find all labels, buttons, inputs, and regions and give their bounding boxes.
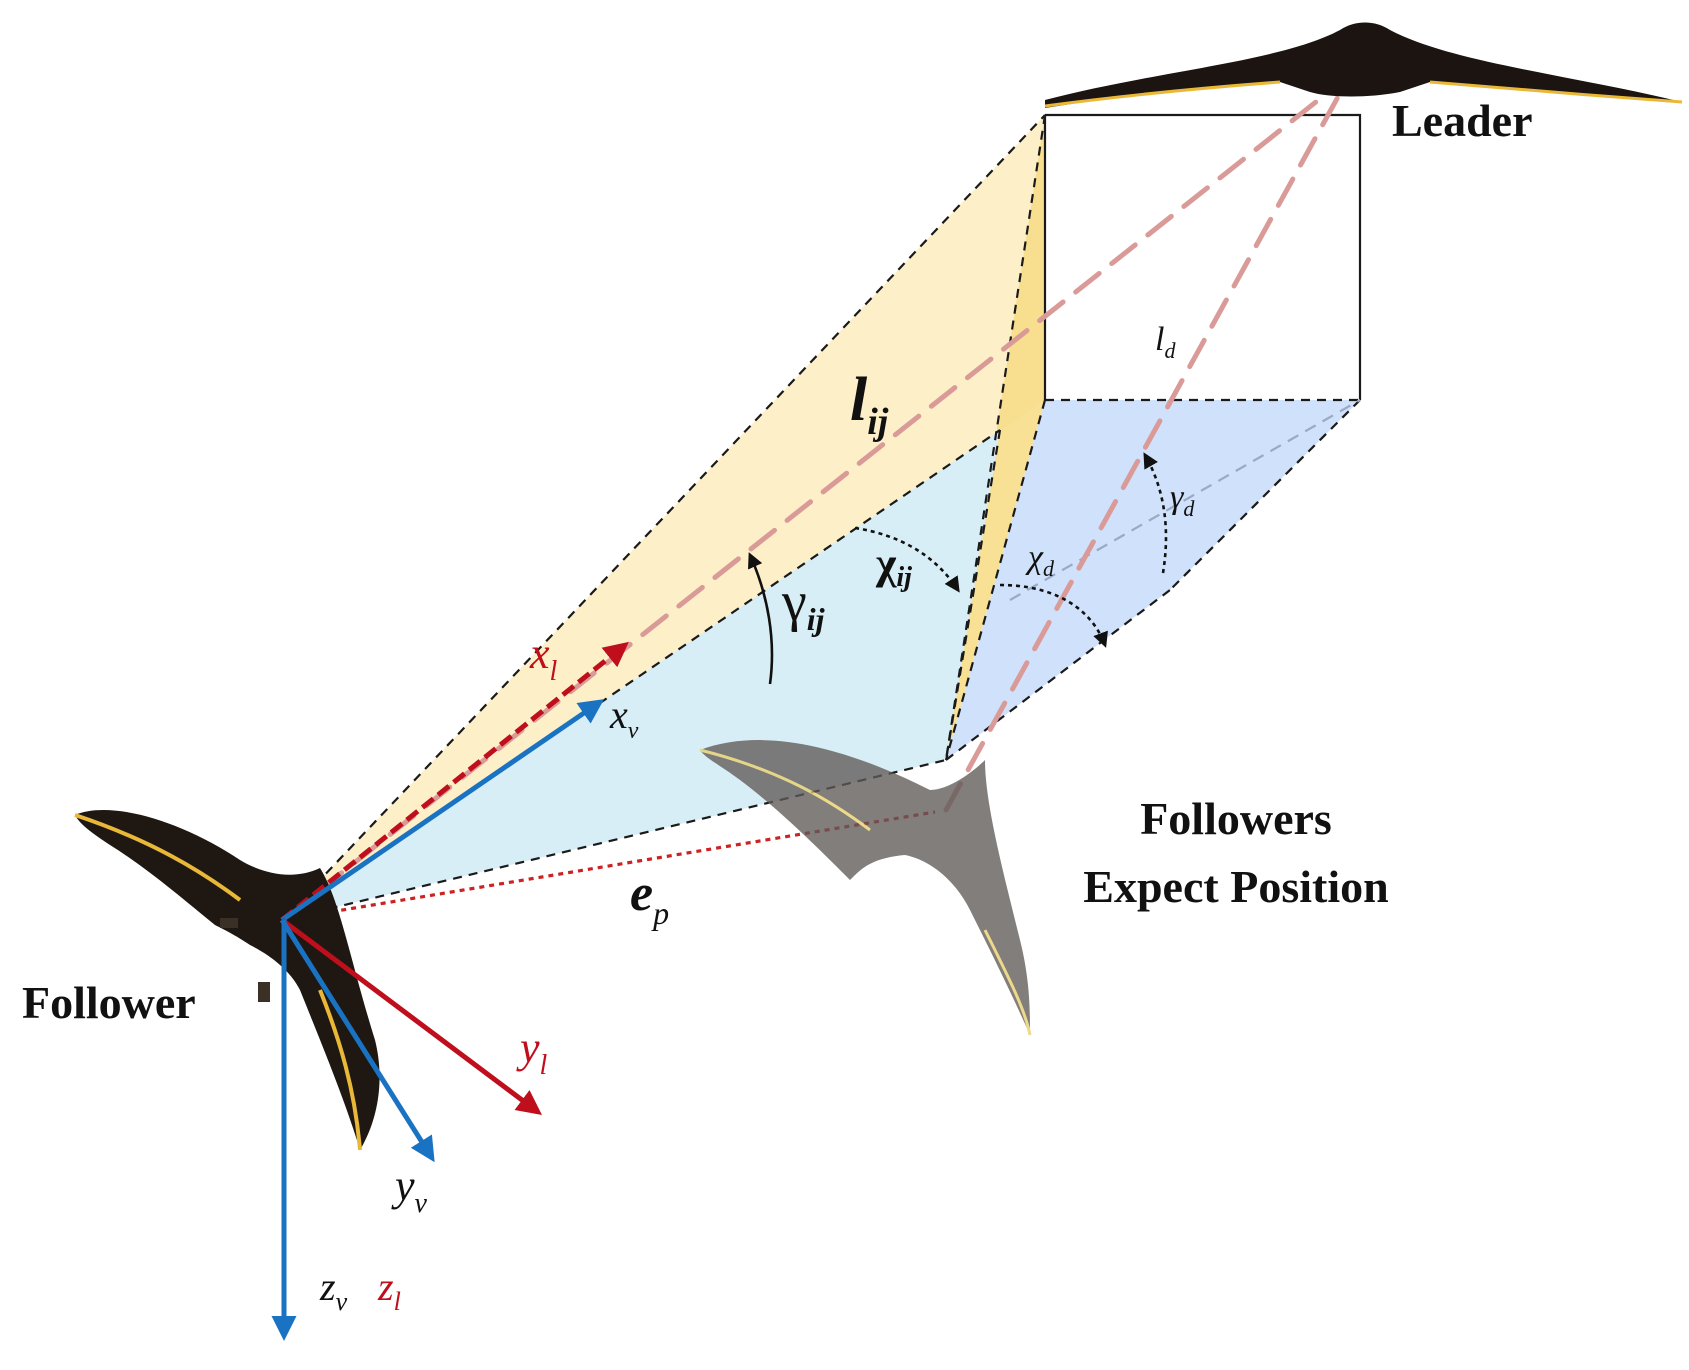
xv-label: xv bbox=[609, 692, 639, 744]
expect-position-label-line2: Expect Position bbox=[1083, 861, 1388, 912]
gamma-d-label: γd bbox=[1170, 479, 1195, 521]
xl-label: xl bbox=[529, 629, 558, 687]
expect-position-label-line1: Followers bbox=[1140, 793, 1332, 844]
gamma-ij-arc bbox=[748, 552, 774, 685]
follower-uav-icon bbox=[74, 810, 380, 1151]
chi-d-arc bbox=[999, 583, 1108, 648]
yl-axis-arrow bbox=[280, 918, 542, 1115]
follower-label: Follower bbox=[22, 977, 196, 1028]
chi-ij-label: χij bbox=[875, 539, 912, 593]
ld-line bbox=[943, 72, 1353, 813]
expected-uav-icon bbox=[699, 740, 1032, 1036]
leader-label: Leader bbox=[1392, 95, 1533, 146]
chi-d-label: χd bbox=[1025, 539, 1055, 581]
ld-label: ld bbox=[1155, 321, 1176, 363]
blue-expected-plane bbox=[946, 400, 1360, 760]
yv-axis-arrow bbox=[279, 918, 435, 1163]
leader-vertical-box bbox=[1045, 113, 1362, 400]
zl-label: zl bbox=[377, 1264, 401, 1316]
xv-axis-arrow bbox=[280, 699, 605, 923]
yv-label: yv bbox=[391, 1161, 428, 1219]
ep-label: ep bbox=[630, 865, 669, 931]
leader-uav-icon bbox=[1044, 22, 1683, 108]
yl-label: yl bbox=[516, 1023, 548, 1081]
zv-label: zv bbox=[319, 1264, 348, 1316]
lij-line bbox=[279, 72, 1353, 923]
lij-label: lij bbox=[850, 366, 889, 443]
gamma-ij-label: γij bbox=[781, 571, 825, 637]
xl-axis-arrow bbox=[280, 641, 629, 922]
